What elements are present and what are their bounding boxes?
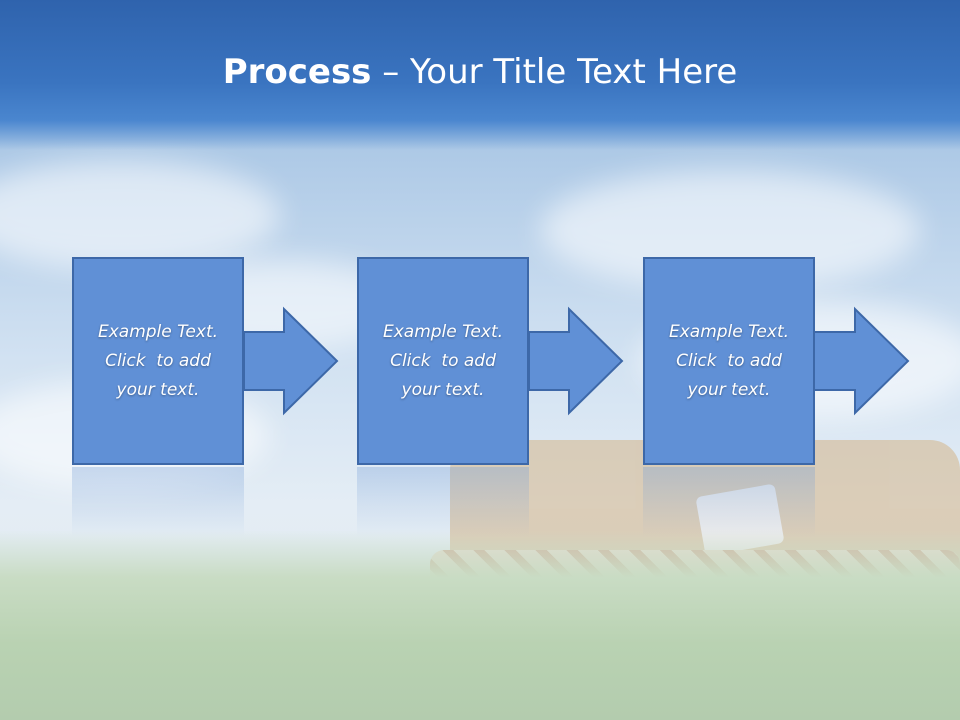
title-rest: – Your Title Text Here [371,52,738,92]
step-text-line: Click to add [105,350,211,371]
step-text: Example Text. Click to add your text. [368,318,518,405]
step-text-line: Click to add [390,350,496,371]
step-text-line: Example Text. [668,321,790,342]
grass-image [0,530,960,720]
title-band [0,0,960,150]
title-bold: Process [222,52,372,92]
step-reflection [357,467,529,537]
step-box[interactable]: Example Text. Click to add your text. [72,257,244,465]
slide-title[interactable]: Process – Your Title Text Here [0,52,960,92]
step-text-line: Example Text. [382,321,504,342]
step-text-line: Example Text. [97,321,219,342]
step-text-line: Click to add [676,350,782,371]
step-box[interactable]: Example Text. Click to add your text. [643,257,815,465]
step-reflection [643,467,815,537]
step-text-line: your text. [687,379,771,400]
step-text-line: your text. [401,379,485,400]
cloud [0,160,280,270]
step-text-line: your text. [116,379,200,400]
step-reflection [72,467,244,537]
step-text: Example Text. Click to add your text. [654,318,804,405]
step-text: Example Text. Click to add your text. [83,318,233,405]
step-box[interactable]: Example Text. Click to add your text. [357,257,529,465]
